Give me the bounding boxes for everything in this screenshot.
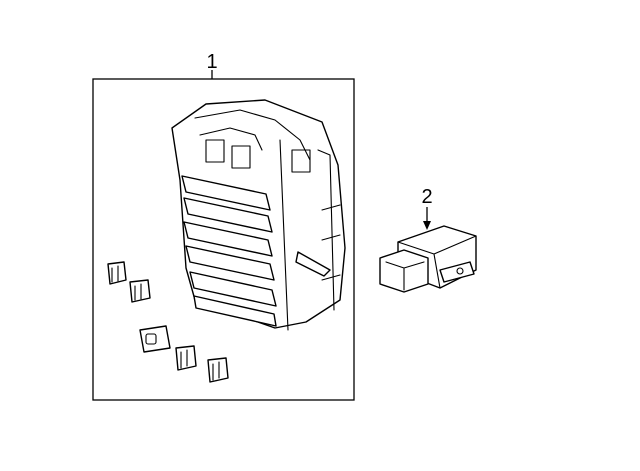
fuse-blade	[212, 361, 220, 381]
mounting-hole	[456, 267, 464, 275]
fuse-small[interactable]	[175, 345, 197, 371]
callout-label-2: 2	[421, 186, 432, 208]
fuse-box-side-edge	[317, 149, 335, 311]
fuse-small[interactable]	[207, 357, 229, 383]
fuse-slot	[185, 245, 275, 281]
assembly-frame	[92, 78, 355, 401]
control-module[interactable]	[379, 225, 477, 293]
fuse-slot	[181, 175, 271, 211]
fuse-slot	[183, 197, 273, 233]
fuse-small[interactable]	[107, 261, 127, 285]
fuse-small[interactable]	[129, 279, 151, 303]
fuse-relay-box[interactable]	[171, 99, 346, 331]
fuse-box-divider	[279, 139, 289, 331]
fuse-slot	[193, 295, 277, 327]
fuse-box-top-ridge	[194, 109, 311, 161]
relay-socket	[231, 145, 251, 169]
callout-1[interactable]: 1	[206, 51, 218, 79]
fuse-blade	[180, 349, 188, 369]
fuse-blade	[134, 283, 142, 301]
fuse-slot	[183, 221, 273, 257]
fuse-body	[207, 357, 229, 383]
module-connector-edge	[385, 261, 425, 291]
connector-body	[139, 325, 171, 353]
module-edges	[397, 235, 477, 289]
relay-socket	[291, 149, 311, 173]
fuse-body	[107, 261, 127, 285]
fuse-body	[175, 345, 197, 371]
connector-socket	[145, 333, 157, 345]
relay-socket	[205, 139, 225, 163]
fuse-body	[129, 279, 151, 303]
side-fins	[321, 204, 341, 281]
callout-label-1: 1	[206, 51, 217, 73]
connector-block[interactable]	[139, 325, 171, 353]
callout-arrow-2	[423, 221, 431, 230]
fuse-slot	[189, 271, 277, 307]
mounting-clip	[295, 251, 331, 277]
callout-2[interactable]: 2	[421, 186, 433, 230]
fuse-box-top-detail	[199, 127, 263, 151]
fuse-blade	[111, 265, 119, 283]
